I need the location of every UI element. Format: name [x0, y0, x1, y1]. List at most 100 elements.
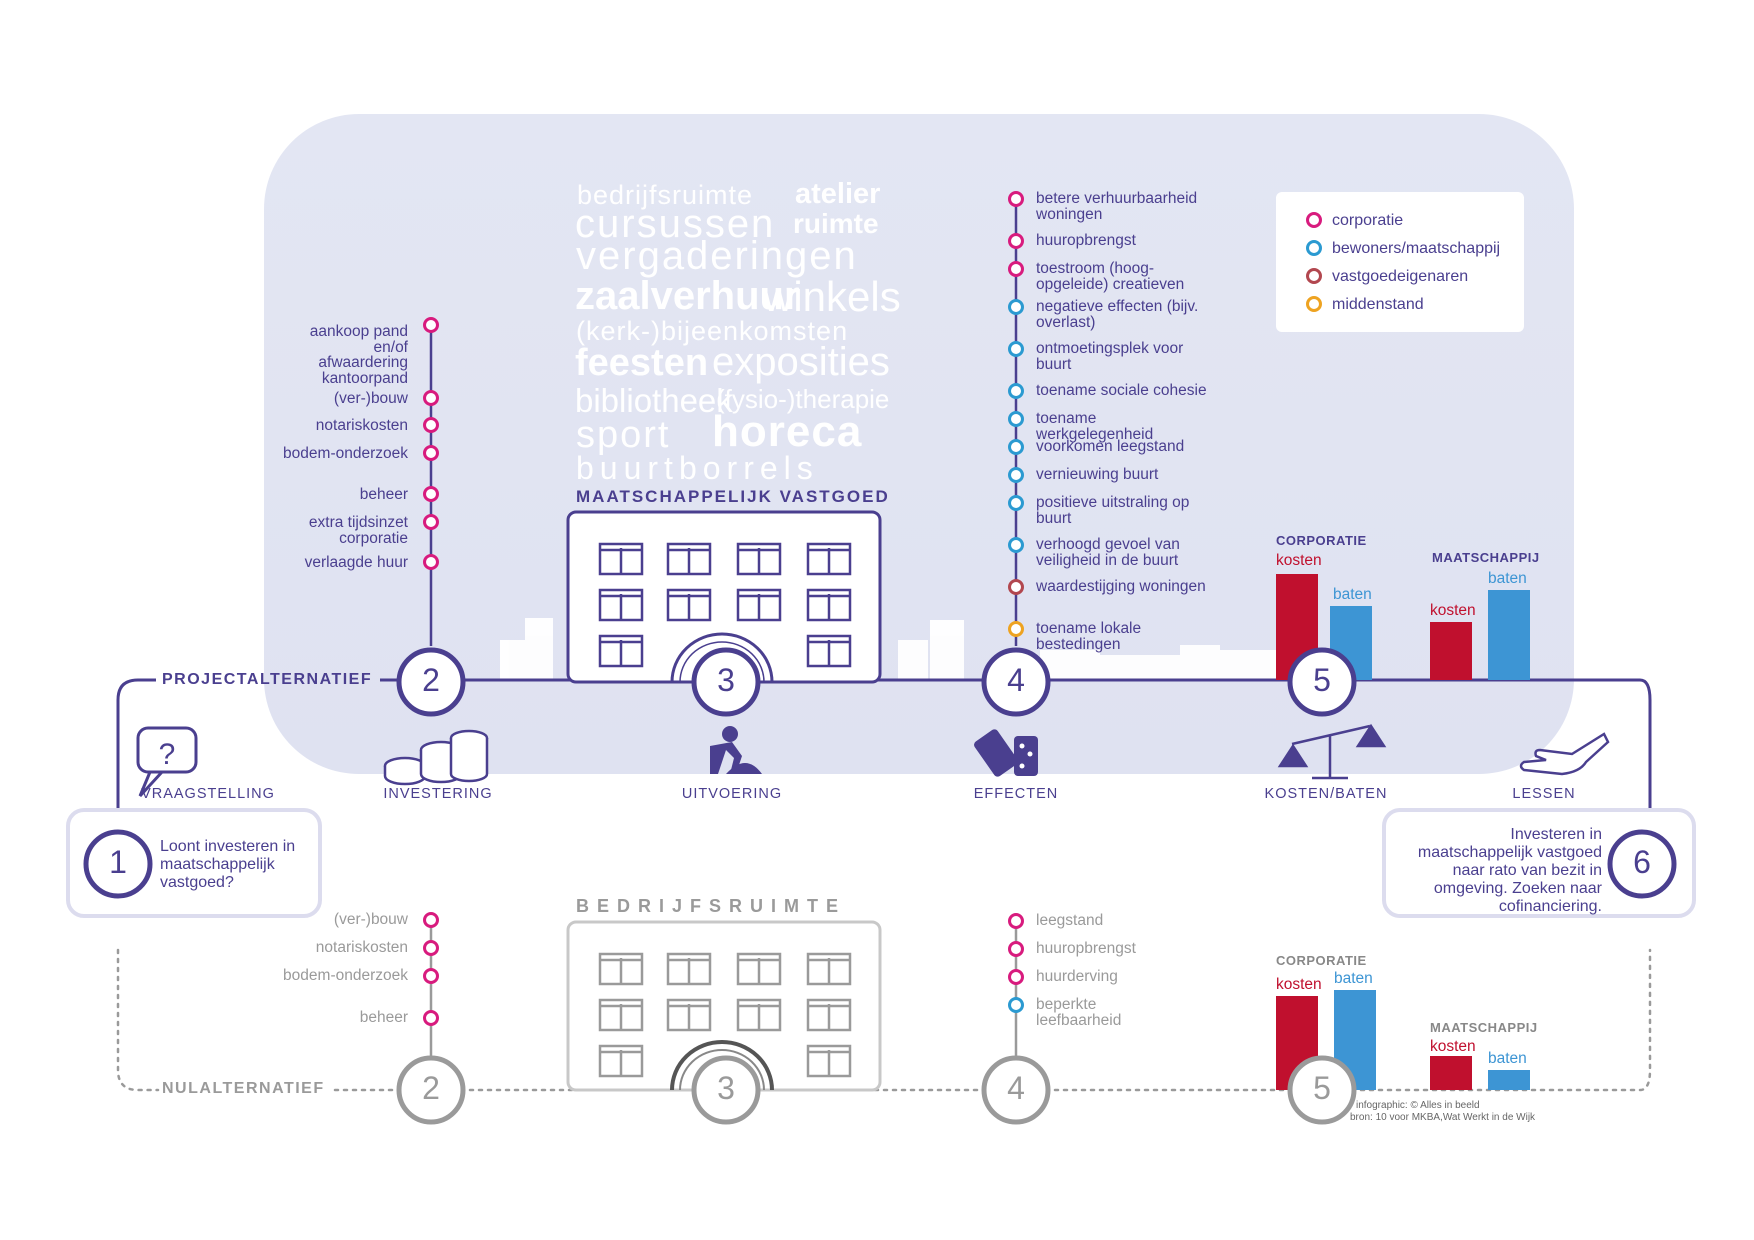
- investering-item: bodem-onderzoek: [283, 445, 408, 462]
- step-effecten-label: EFFECTEN: [973, 786, 1059, 802]
- effect-dot: [1008, 579, 1024, 595]
- nul-investering-item: notariskosten: [315, 939, 408, 956]
- effect-item: toename sociale cohesie: [1036, 382, 1207, 399]
- nul-bars-corporatie-title: CORPORATIE: [1276, 953, 1367, 968]
- nulalternatief-label: NULALTERNATIEF: [162, 1080, 325, 1097]
- nul-effect-dot: [1008, 969, 1024, 985]
- dominoes-icon: [974, 729, 1038, 777]
- effect-item: huuropbrengst: [1036, 232, 1136, 249]
- nul-investering-item: (ver-)bouw: [333, 911, 408, 928]
- word-bedrijfsruimte: bedrijfsruimte: [577, 180, 754, 210]
- investering-item: beheer: [359, 486, 408, 503]
- nul-bars-maatschappij-kosten-label: kosten: [1430, 1038, 1476, 1055]
- project-windows: [598, 542, 852, 668]
- investering-item: extra tijdsinzet corporatie: [308, 514, 408, 547]
- word-sport: sport: [576, 414, 671, 456]
- step-2-circle: [396, 647, 466, 717]
- step-3-number: 3: [717, 662, 735, 698]
- effect-item: waardestijging woningen: [1036, 578, 1206, 595]
- nul-effect-item: huurderving: [1036, 968, 1118, 985]
- bars-corporatie-kosten-label: kosten: [1276, 552, 1322, 569]
- legend: corporatie bewoners/maatschappij vastgoe…: [1276, 192, 1524, 332]
- investering-dot: [423, 417, 439, 433]
- step-vraagstelling-label: VRAAGSTELLING: [141, 786, 275, 802]
- step-uitvoering-label: UITVOERING: [681, 786, 783, 802]
- effect-item: vernieuwing buurt: [1036, 466, 1159, 483]
- effect-dot: [1008, 467, 1024, 483]
- bar-maatschappij-kosten: [1430, 622, 1472, 680]
- effect-item: ontmoetingsplek voor buurt: [1036, 340, 1184, 373]
- investering-dot: [423, 514, 439, 530]
- effect-dot: [1008, 233, 1024, 249]
- step-4-number: 4: [1007, 662, 1025, 698]
- investering-dot: [423, 445, 439, 461]
- bar-maatschappij-baten: [1488, 590, 1530, 680]
- step-kostenbaten-label: KOSTEN/BATEN: [1264, 786, 1388, 802]
- nul-step-5-circle: [1287, 1055, 1357, 1125]
- credit-line-1: infographic: © Alles in beeld: [1356, 1100, 1480, 1111]
- nul-investering-dot: [423, 912, 439, 928]
- project-arch-inner: [679, 641, 765, 683]
- step-6-number-front: 6: [1633, 844, 1651, 880]
- word-atelier: atelier: [795, 178, 881, 210]
- effect-dot: [1008, 439, 1024, 455]
- nul-investering-item: bodem-onderzoek: [283, 967, 408, 984]
- step-investering-label: INVESTERING: [383, 786, 493, 802]
- project-arch: [670, 632, 774, 683]
- effect-dot: [1008, 411, 1024, 427]
- nul-step-4-circle: [981, 1055, 1051, 1125]
- step-5-circle: [1287, 647, 1357, 717]
- effect-dot: [1008, 191, 1024, 207]
- bar-nul-maatschappij-kosten: [1430, 1056, 1472, 1090]
- nul-effect-dot: [1008, 913, 1024, 929]
- nul-investering-dot: [423, 940, 439, 956]
- nul-effect-item: leegstand: [1036, 912, 1104, 929]
- projectalternatief-label: PROJECTALTERNATIEF: [162, 671, 373, 688]
- pointing-hand-icon: [1519, 732, 1610, 776]
- effect-item: toename lokale bestedingen: [1036, 620, 1142, 653]
- project-line-left: [116, 678, 156, 812]
- effect-dot: [1008, 299, 1024, 315]
- bars-maatschappij-kosten-label: kosten: [1430, 602, 1476, 619]
- nul-investering-dot: [423, 1010, 439, 1026]
- investering-item: (ver-)bouw: [333, 390, 408, 407]
- legend-bewoners: bewoners/maatschappij: [1332, 240, 1501, 257]
- step-4-circle: [981, 647, 1051, 717]
- effect-dot: [1008, 261, 1024, 277]
- question-text: Loont investeren in maatschappelijk vast…: [160, 838, 296, 891]
- investering-item: verlaagde huur: [304, 554, 408, 571]
- investering-item: aankoop pand en/of afwaardering kantoorp…: [309, 323, 408, 387]
- nul-step-5-number: 5: [1313, 1070, 1331, 1106]
- step-5-number: 5: [1313, 662, 1331, 698]
- lesson-text: Investeren in maatschappelijk vastgoed n…: [1417, 826, 1602, 915]
- nul-bars-maatschappij-title: MAATSCHAPPIJ: [1430, 1020, 1538, 1035]
- effect-item: betere verhuurbaarheid woningen: [1036, 190, 1198, 223]
- nul-step-3-circle: [691, 1055, 761, 1125]
- skyline: [500, 618, 1280, 680]
- step-1-number-front: 1: [109, 844, 127, 880]
- word-ruimte: ruimte: [793, 208, 879, 239]
- nul-bars-corporatie-kosten-label: kosten: [1276, 976, 1322, 993]
- word-buurtborrels: buurtborrels: [576, 450, 819, 486]
- effect-dot: [1008, 537, 1024, 553]
- nul-arch-inner: [679, 1049, 765, 1091]
- effect-dot: [1008, 621, 1024, 637]
- legend-vastgoed: vastgoedeigenaren: [1332, 268, 1469, 285]
- legend-corporatie: corporatie: [1332, 212, 1404, 229]
- nul-step-3-number: 3: [717, 1070, 735, 1106]
- effect-item: toename werkgelegenheid: [1036, 410, 1154, 443]
- effect-item: negatieve effecten (bijv. overlast): [1036, 298, 1199, 331]
- word-exposities: exposities: [712, 340, 890, 384]
- nul-effect-dot: [1008, 941, 1024, 957]
- svg-text:?: ?: [159, 738, 176, 771]
- word-bijeenkomsten: (kerk-)bijeenkomsten: [576, 316, 849, 346]
- word-vergaderingen: vergaderingen: [576, 234, 858, 278]
- nul-windows: [598, 952, 852, 1078]
- nul-step-2-circle: [396, 1055, 466, 1125]
- effect-item: positieve uitstraling op buurt: [1036, 494, 1190, 527]
- investering-item: notariskosten: [315, 417, 408, 434]
- construction-worker-icon: [710, 726, 762, 774]
- investering-dot: [423, 317, 439, 333]
- nul-effect-item: beperkte leefbaarheid: [1036, 996, 1122, 1029]
- step-lessen-label: LESSEN: [1512, 786, 1576, 802]
